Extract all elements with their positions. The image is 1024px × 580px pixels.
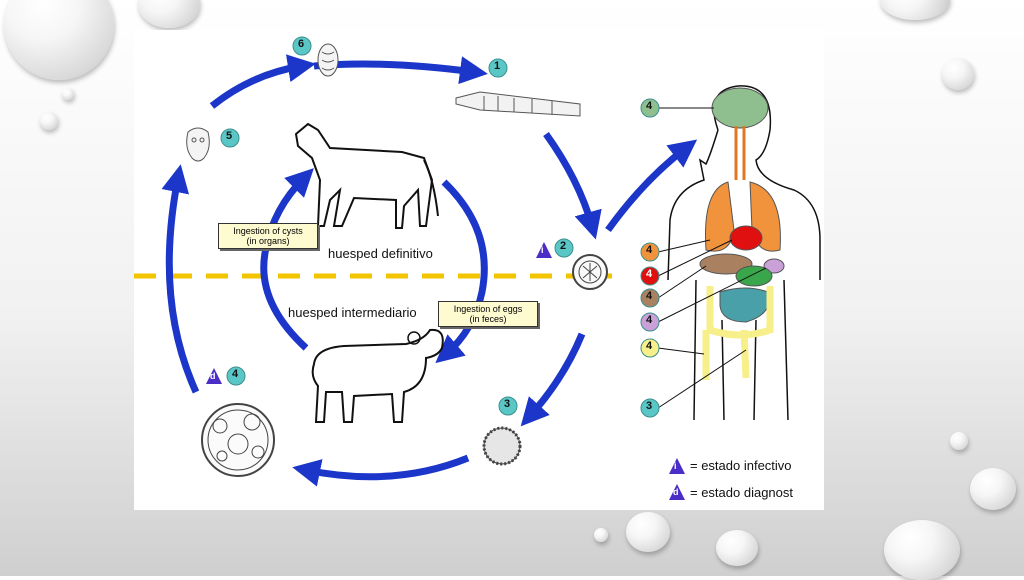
legend-infective-triangle (669, 458, 685, 474)
life-cycle-diagram: 6 1 5 2 3 4 4 4 4 4 4 4 3 i d huesped de… (134, 30, 824, 510)
badge-3 (498, 396, 518, 416)
organ-spleen-number: 4 (646, 314, 653, 326)
organ-heart-number: 4 (646, 268, 653, 280)
stage-badges (220, 36, 660, 418)
water-drop-decoration (942, 58, 974, 90)
badge-2 (554, 238, 574, 258)
organ-large-intestine (706, 286, 774, 339)
legend-diagnostic-triangle (669, 484, 685, 500)
diagnostic-marker-letter: d (210, 371, 216, 381)
organ-heart (729, 225, 763, 251)
badge-1 (488, 58, 508, 78)
organ-spleen (763, 258, 785, 274)
water-drop-decoration (970, 468, 1016, 510)
arrow-6-to-1 (313, 56, 488, 85)
stage-3-number: 3 (504, 398, 511, 410)
badge-organ-3 (640, 398, 660, 418)
legend-infective-symbol: i (674, 461, 677, 471)
water-drop-decoration (62, 88, 74, 100)
stage-2-egg (572, 254, 608, 290)
water-drop-decoration (4, 0, 114, 80)
badge-5 (220, 128, 240, 148)
arrow-dog-to-sheep (435, 179, 488, 364)
ingestion-eggs-line1: Ingestion of eggs (453, 304, 523, 314)
stage-3-oncosphere (482, 426, 522, 466)
triangle-markers (206, 242, 685, 500)
organ-lung-number: 4 (646, 244, 653, 256)
diagnostic-triangle (206, 368, 222, 384)
organ-leader-lines (657, 107, 767, 409)
badge-organ-spleen (640, 312, 660, 332)
ingestion-cysts-line2: (in organs) (246, 236, 290, 246)
water-drop-decoration (884, 520, 960, 580)
arrow-2-to-human (605, 139, 698, 233)
badge-6 (292, 36, 312, 56)
arrow-4-to-5 (161, 164, 200, 394)
organ-liver-number: 4 (646, 290, 653, 302)
badge-organ-lung (640, 242, 660, 262)
water-drop-decoration (716, 530, 758, 566)
diagram-graphics (134, 36, 821, 500)
ingestion-eggs-caption: Ingestion of eggs (in feces) (438, 301, 538, 327)
definitive-host-label: huesped definitivo (328, 246, 433, 261)
badge-organ-bone (640, 338, 660, 358)
badge-organ-liver (640, 288, 660, 308)
stage-1-adult-worm (455, 91, 581, 117)
organ-brain-number: 4 (646, 100, 653, 112)
legend-diagnostic-symbol: d (673, 487, 679, 497)
human-organs (699, 87, 785, 380)
stage-6-number: 6 (298, 38, 305, 50)
arrow-3-to-4 (292, 454, 470, 487)
badge-organ-heart (640, 266, 660, 286)
legend-infective-text: = estado infectivo (690, 458, 792, 473)
water-drop-decoration (594, 528, 608, 542)
stage-6-protoscolex (317, 43, 339, 77)
stage-1-number: 1 (494, 60, 501, 72)
cycle-arrows (161, 54, 698, 487)
stage-5-number: 5 (226, 130, 233, 142)
organ-bone (702, 329, 750, 380)
stage-4-number: 4 (232, 368, 239, 380)
ingestion-cysts-line1: Ingestion of cysts (233, 226, 303, 236)
stage-4-hydatid-cyst (201, 403, 275, 477)
infective-marker-letter: i (541, 245, 544, 255)
arrow-sheep-to-dog (260, 168, 314, 351)
arrow-2-to-3 (520, 332, 586, 427)
intermediate-host-label: huesped intermediario (288, 305, 417, 320)
organ-3-number: 3 (646, 400, 653, 412)
sheep-intermediate-host (311, 328, 444, 423)
legend-diagnostic-text: = estado diagnost (690, 485, 793, 500)
organ-airway (734, 126, 746, 180)
organ-stomach (735, 265, 773, 287)
dog-definitive-host (294, 122, 439, 229)
stage-5-scolex (186, 127, 210, 162)
badge-4 (226, 366, 246, 386)
infective-triangle (536, 242, 552, 258)
organ-bone-number: 4 (646, 340, 653, 352)
arrow-1-to-2 (543, 131, 602, 240)
water-drop-decoration (138, 0, 200, 28)
organ-liver (699, 253, 753, 275)
water-drop-decoration (626, 512, 670, 552)
ingestion-cysts-caption: Ingestion of cysts (in organs) (218, 223, 318, 249)
ingestion-eggs-line2: (in feces) (469, 314, 507, 324)
water-drop-decoration (950, 432, 968, 450)
water-drop-decoration (880, 0, 950, 20)
organ-brain (711, 87, 769, 129)
water-drop-decoration (40, 112, 58, 130)
organ-intestines (719, 287, 770, 323)
badge-organ-brain (640, 98, 660, 118)
stage-2-number: 2 (560, 240, 567, 252)
arrow-5-to-6 (209, 54, 316, 109)
